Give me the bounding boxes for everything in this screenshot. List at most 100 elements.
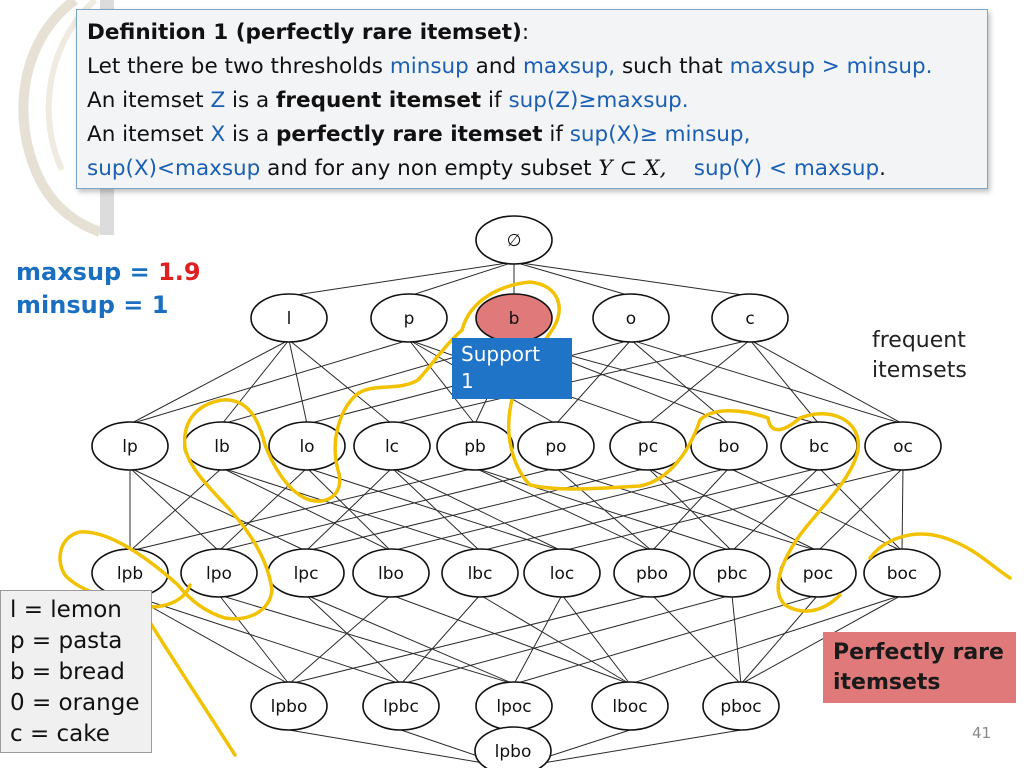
itemset-node-label: po — [545, 437, 566, 457]
maxsup-param: maxsup = 1.9 — [16, 258, 201, 286]
legend-item: 0 = orange — [10, 690, 140, 716]
itemset-node-label: lpb — [117, 564, 143, 584]
itemset-node-shape — [517, 421, 595, 471]
lattice-edge — [630, 339, 904, 425]
itemset-node-shape — [91, 421, 169, 471]
lattice-edge — [479, 594, 631, 685]
lattice-edge — [740, 594, 903, 685]
itemset-node-shape — [592, 293, 670, 343]
itemset-node-lc: lc — [353, 421, 431, 471]
lattice-edge — [221, 339, 290, 425]
lattice-edge — [129, 594, 290, 685]
lattice-edge — [288, 339, 393, 425]
lattice-edge — [647, 339, 751, 425]
lattice-edge — [512, 729, 742, 768]
lattice-edge — [555, 339, 632, 425]
itemset-node-shape — [864, 421, 942, 471]
itemset-node-shape — [591, 681, 669, 731]
itemset-node-label: lpc — [294, 564, 319, 584]
itemset-node-shape — [702, 681, 780, 731]
itemset-node-c: c — [711, 293, 789, 343]
lattice-edge — [561, 594, 631, 685]
definition-box: Definition 1 (perfectly rare itemset): L… — [76, 9, 988, 189]
itemset-node-bc: bc — [780, 421, 858, 471]
itemset-node-label: lbo — [378, 564, 404, 584]
itemset-node-shape — [475, 215, 553, 265]
lattice-edge — [288, 261, 515, 297]
itemset-node-label: pbc — [717, 564, 748, 584]
definition-line-4: sup(X)<maxsup and for any non empty subs… — [87, 156, 887, 181]
itemset-node-label: lb — [214, 437, 230, 457]
definition-title: Definition 1 (perfectly rare itemset) — [87, 20, 522, 45]
itemset-node-lpbo: lpbo — [474, 726, 552, 768]
hand-drawn-annotations — [58, 280, 1012, 757]
itemset-node-lpc: lpc — [267, 548, 345, 598]
legend-item: p = pasta — [10, 628, 123, 654]
definition-line-3: An itemset X is a perfectly rare itemset… — [87, 122, 751, 147]
lattice-edge — [651, 467, 730, 552]
legend-item: l = lemon — [10, 597, 122, 623]
itemset-node-label: lc — [385, 437, 399, 457]
itemset-node-pb: pb — [436, 421, 514, 471]
lattice-edge — [731, 467, 820, 552]
lattice-edge — [474, 467, 653, 552]
lattice-edge — [555, 467, 819, 552]
itemset-node-label: lpoc — [496, 697, 531, 717]
itemset-node-lb: lb — [183, 421, 261, 471]
itemset-node-shape — [250, 681, 328, 731]
itemset-node-boc: boc — [863, 548, 941, 598]
itemset-node-label: bc — [809, 437, 829, 457]
lattice-edge — [221, 467, 392, 552]
lattice-edge — [749, 339, 904, 425]
lattice-edge — [651, 594, 742, 685]
definition-line-1: Let there be two thresholds minsup and m… — [87, 54, 933, 79]
itemset-node-label: pc — [638, 437, 658, 457]
itemset-node-label: lo — [299, 437, 314, 457]
annotation-loop-boc — [868, 532, 1012, 580]
item-legend: l = lemon p = pasta b = bread 0 = orange… — [0, 590, 152, 753]
lattice-edge — [129, 339, 410, 425]
lattice-edge — [129, 467, 307, 552]
lattice-edge — [390, 594, 631, 685]
lattice-edge — [221, 467, 481, 552]
lattice-edge — [630, 339, 730, 425]
itemset-node-p: p — [370, 293, 448, 343]
lattice-edge — [513, 594, 563, 685]
lattice-edge — [740, 594, 819, 685]
itemset-node-lp: lp — [91, 421, 169, 471]
itemset-node-l: l — [250, 293, 328, 343]
itemset-node-shape — [353, 421, 431, 471]
itemset-node-label: lboc — [612, 697, 647, 717]
definition-title-line: Definition 1 (perfectly rare itemset): — [87, 20, 530, 45]
itemset-node-lpoc: lpoc — [475, 681, 553, 731]
lattice-edge — [728, 467, 903, 552]
lattice-edge — [513, 594, 819, 685]
itemset-node-label: lbc — [468, 564, 493, 584]
frequent-itemsets-label: frequent itemsets — [872, 328, 967, 383]
itemset-node-lo: lo — [268, 421, 346, 471]
itemset-node-lboc: lboc — [591, 681, 669, 731]
lattice-edge — [390, 467, 730, 552]
annotation-loop-left — [176, 328, 464, 621]
itemset-node-lpbo: lpbo — [250, 681, 328, 731]
itemset-node-label: poc — [803, 564, 834, 584]
lattice-edge — [305, 467, 393, 552]
lattice-edge — [129, 594, 402, 685]
itemset-node-label: pboc — [720, 697, 761, 717]
itemset-node-shape — [474, 726, 552, 768]
itemset-node-shape — [613, 548, 691, 598]
page-number: 41 — [972, 724, 992, 742]
itemset-node-pbo: pbo — [613, 548, 691, 598]
itemset-node-lpbc: lpbc — [362, 681, 440, 731]
lattice-edge — [400, 594, 733, 685]
lattice-edge — [218, 467, 308, 552]
lattice-edge — [218, 594, 515, 685]
itemset-node-shape — [436, 421, 514, 471]
itemset-node-label: p — [404, 309, 415, 329]
itemset-node-label: bo — [718, 437, 739, 457]
itemset-node-shape — [362, 681, 440, 731]
itemset-node-pc: pc — [609, 421, 687, 471]
lattice-edge — [305, 467, 649, 552]
